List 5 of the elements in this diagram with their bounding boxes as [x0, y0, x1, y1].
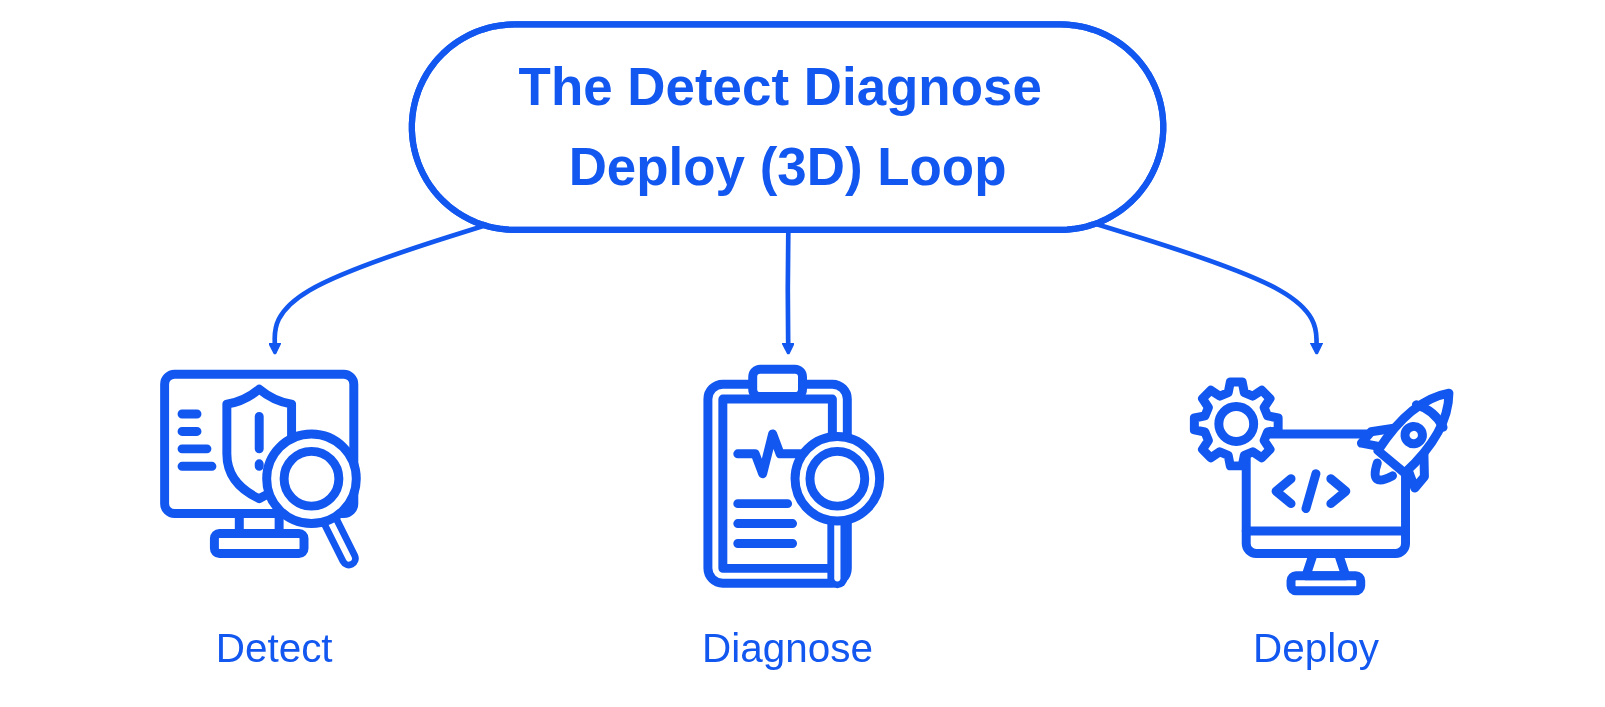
arrow	[267, 223, 485, 356]
arrow	[1096, 221, 1324, 356]
node-text: Diagnose	[702, 624, 874, 672]
node-text: Deploy	[1252, 624, 1379, 672]
node-text: Detect	[215, 624, 333, 672]
